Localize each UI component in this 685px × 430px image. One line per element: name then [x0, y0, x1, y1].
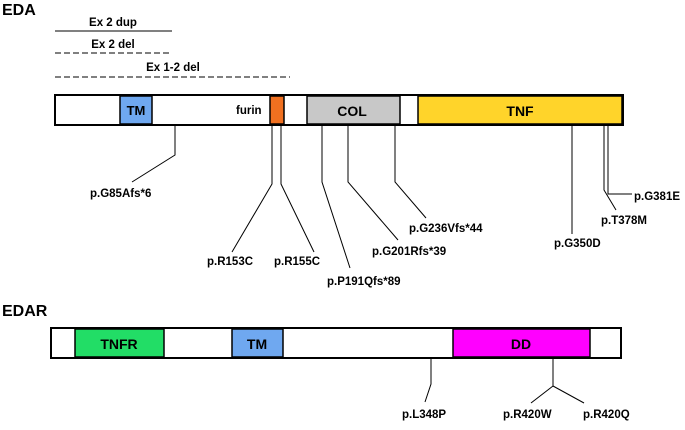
- edar-tm-domain: [231, 328, 284, 358]
- variant-g85afs: p.G85Afs*6: [90, 188, 151, 200]
- edar-variant-labels: p.L348P p.R420W p.R420Q: [402, 409, 630, 421]
- variant-g201rfs: p.G201Rfs*39: [372, 246, 446, 258]
- eda-col-domain: [306, 95, 401, 125]
- eda-tm-domain: [119, 95, 153, 125]
- variant-line-g201rfs: [347, 125, 399, 241]
- eda-title: EDA: [2, 2, 36, 19]
- variant-line-r420w: [530, 385, 554, 404]
- variant-line-g85afs: [131, 125, 176, 183]
- eda-tm-label: TM: [127, 103, 146, 118]
- variant-line-r155c: [280, 125, 315, 253]
- variant-line-r420q: [552, 385, 585, 404]
- eda-tnf-label: TNF: [506, 103, 534, 119]
- edar-tnfr-label: TNFR: [100, 336, 137, 352]
- edar-tnfr-domain: [74, 328, 165, 358]
- eda-col-label: COL: [337, 103, 367, 119]
- furin-site: [269, 95, 285, 125]
- eda-variant-labels: p.G85Afs*6 p.R153C p.R155C p.P191Qfs*89 …: [90, 188, 680, 288]
- variant-line-g381e: [607, 125, 632, 195]
- variant-line-r153c: [231, 125, 273, 253]
- variant-line-p191qfs: [321, 125, 351, 269]
- edar-tm-label: TM: [247, 336, 267, 352]
- variant-r155c: p.R155C: [274, 256, 320, 268]
- eda-tnf-domain: [417, 95, 623, 125]
- variant-r153c: p.R153C: [207, 256, 253, 268]
- variant-line-g236vfs: [394, 125, 427, 219]
- edar-variant-lines: [424, 358, 585, 404]
- furin-label: furin: [236, 105, 262, 117]
- variant-l348p: p.L348P: [402, 409, 446, 421]
- variant-g236vfs: p.G236Vfs*44: [409, 223, 483, 235]
- edar-dd-label: DD: [511, 336, 531, 352]
- eda-variant-lines: [131, 125, 632, 269]
- variant-p191qfs: p.P191Qfs*89: [327, 276, 401, 288]
- eda-exon-bars: Ex 2 dup Ex 2 del Ex 1-2 del: [55, 17, 290, 78]
- variant-line-l348p: [424, 358, 432, 403]
- variant-r420w: p.R420W: [503, 409, 552, 421]
- edar-title: EDAR: [2, 303, 48, 320]
- variant-g350d: p.G350D: [554, 238, 601, 250]
- variant-line-t378m: [603, 125, 617, 211]
- ex1-2-del-label: Ex 1-2 del: [146, 62, 200, 74]
- edar-dd-domain: [452, 328, 591, 358]
- variant-r420q: p.R420Q: [583, 409, 630, 421]
- ex2-dup-label: Ex 2 dup: [89, 17, 137, 29]
- variant-t378m: p.T378M: [601, 215, 647, 227]
- variant-g381e: p.G381E: [634, 191, 680, 203]
- ex2-del-label: Ex 2 del: [91, 39, 134, 51]
